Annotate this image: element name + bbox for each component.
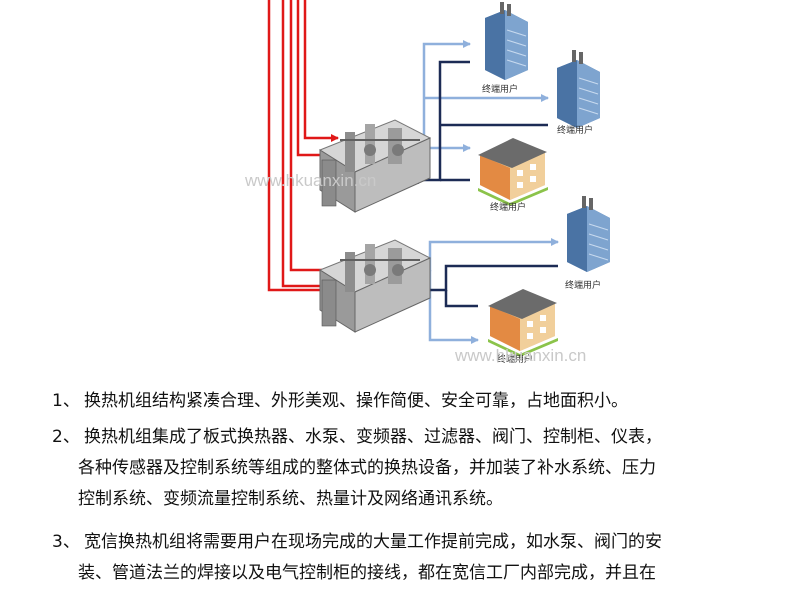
feature-text: 各种传感器及控制系统等组成的整体式的换热设备，并加装了补水系统、压力 [78, 458, 656, 478]
feature-item-2: 2、 换热机组集成了板式换热器、水泵、变频器、过滤器、阀门、控制柜、仪表， 各种… [0, 422, 662, 515]
feature-text: 换热机组集成了板式换热器、水泵、变频器、过滤器、阀门、控制柜、仪表， [84, 427, 662, 447]
feature-text: 控制系统、变频流量控制系统、热量计及网络通讯系统。 [78, 489, 503, 509]
feature-number: 1、 [52, 391, 80, 411]
feature-item-1: 1、 换热机组结构紧凑合理、外形美观、操作简便、安全可靠，占地面积小。 [0, 386, 628, 417]
end-user-label-5: 终端用户 [497, 353, 533, 365]
end-user-label-1: 终端用户 [482, 83, 518, 95]
heat-exchanger-unit-upper [318, 119, 432, 213]
feature-number: 2、 [52, 427, 80, 447]
heat-exchanger-unit-lower [318, 239, 432, 333]
building-tower-1 [485, 2, 528, 80]
feature-item-3: 3、 宽信换热机组将需要用户在现场完成的大量工作提前完成，如水泵、阀门的安 装、… [0, 527, 662, 589]
watermark-1: www.hkuanxin.cn [244, 171, 376, 190]
heating-system-diagram: 终端用户 终端用户 终端用户 终端用户 终端用户 www.hkuanxin.cn… [244, 0, 610, 365]
feature-text: 换热机组结构紧凑合理、外形美观、操作简便、安全可靠，占地面积小。 [84, 391, 628, 411]
building-tower-3 [567, 196, 610, 272]
building-house-2 [488, 289, 558, 357]
feature-text: 宽信换热机组将需要用户在现场完成的大量工作提前完成，如水泵、阀门的安 [84, 532, 662, 552]
feature-number: 3、 [52, 532, 80, 552]
building-tower-2 [557, 50, 600, 128]
end-user-label-4: 终端用户 [565, 279, 601, 291]
end-user-label-2: 终端用户 [557, 124, 593, 136]
building-house-1 [478, 138, 548, 206]
feature-text: 装、管道法兰的焊接以及电气控制柜的接线，都在宽信工厂内部完成，并且在 [78, 563, 656, 583]
end-user-label-3: 终端用户 [490, 201, 526, 213]
supply-pipes [267, 0, 339, 292]
watermark-2: www.hkuanxin.cn [454, 346, 586, 365]
